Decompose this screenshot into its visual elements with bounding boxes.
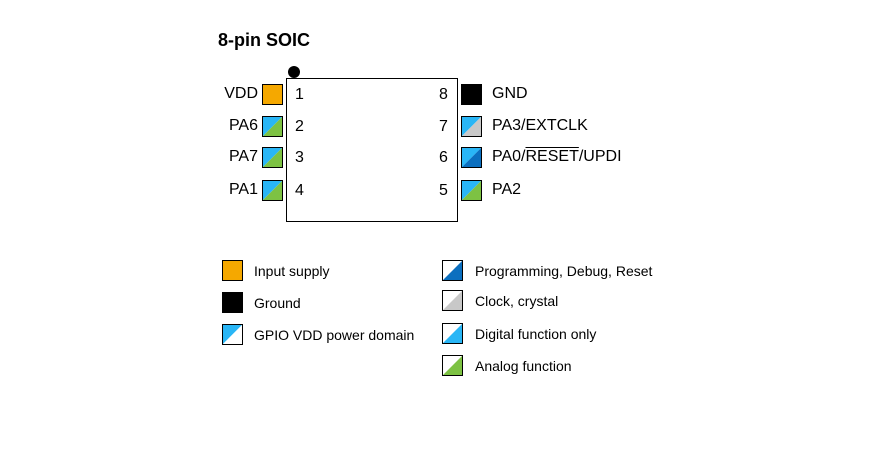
digital-swatch-icon (442, 323, 463, 344)
pin-6-number: 6 (439, 149, 448, 166)
gpio-swatch-icon (222, 324, 243, 345)
pin-2-name: PA6 (228, 117, 258, 134)
pin-5-number: 5 (439, 182, 448, 199)
legend-analog: Analog function (475, 358, 572, 374)
pin-4-number: 4 (295, 182, 304, 199)
pin-1-supply-swatch-icon (262, 84, 283, 105)
pin-8-name: GND (492, 85, 528, 102)
chip-body (286, 78, 458, 222)
pin-8-number: 8 (439, 86, 448, 103)
legend-ground: Ground (254, 295, 301, 311)
legend-gpio-vdd: GPIO VDD power domain (254, 327, 415, 343)
pin-6-name: PA0/RESET/UPDI (492, 147, 622, 167)
clock-swatch-icon (442, 290, 463, 311)
supply-swatch-icon (222, 260, 243, 281)
legend-digital: Digital function only (475, 326, 597, 342)
pin-7-number: 7 (439, 118, 448, 135)
pin-5-analog-swatch-icon (461, 180, 482, 201)
analog-swatch-icon (442, 355, 463, 376)
pin-6-name-overline: RESET (525, 148, 579, 165)
pin-1-name: VDD (224, 85, 258, 102)
pin-2-number: 2 (295, 118, 304, 135)
pin-3-analog-swatch-icon (262, 147, 283, 168)
pin-3-name: PA7 (228, 148, 258, 165)
pin1-indicator-dot (288, 66, 300, 78)
pin-1-number: 1 (295, 86, 304, 103)
pin-3-number: 3 (295, 149, 304, 166)
programming-swatch-icon (442, 260, 463, 281)
pin-7-clock-swatch-icon (461, 116, 482, 137)
pin-8-ground-swatch-icon (461, 84, 482, 105)
pin-6-name-prefix: PA0/ (492, 148, 526, 165)
ground-swatch-icon (222, 292, 243, 313)
pin-7-name: PA3/EXTCLK (492, 117, 588, 134)
legend-programming: Programming, Debug, Reset (475, 263, 653, 279)
legend-input-supply: Input supply (254, 263, 330, 279)
pin-6-name-suffix: /UPDI (578, 148, 622, 165)
diagram-title: 8-pin SOIC (218, 30, 311, 50)
pin-4-analog-swatch-icon (262, 180, 283, 201)
pin-5-name: PA2 (492, 181, 522, 198)
pin-6-programming-swatch-icon (461, 147, 482, 168)
pin-2-analog-swatch-icon (262, 116, 283, 137)
legend-clock: Clock, crystal (475, 293, 559, 309)
pin-4-name: PA1 (228, 181, 258, 198)
